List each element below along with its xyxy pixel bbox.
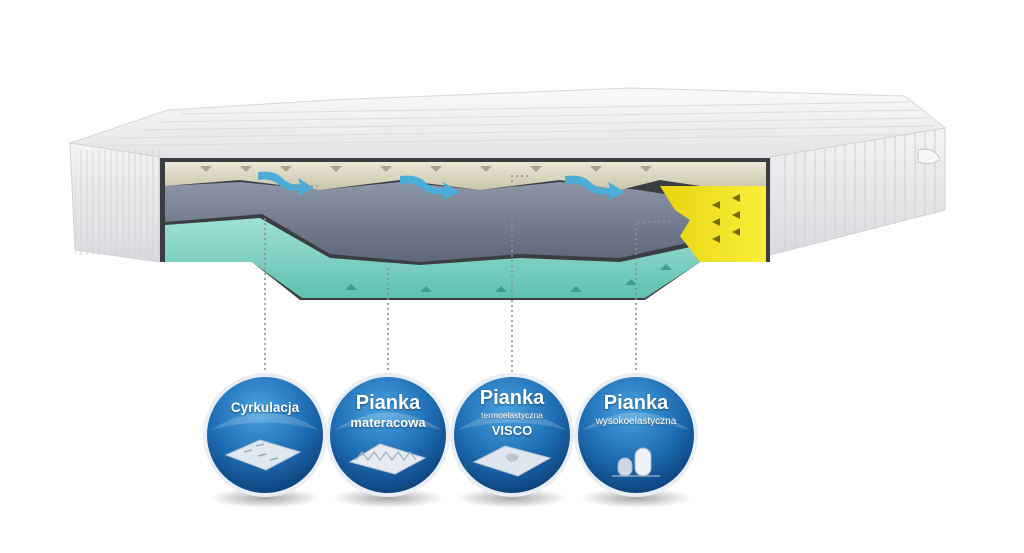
badge-pianka-visco-label: Pianka termoelastyczna VISCO [452,388,572,438]
top-comfort-layer [165,162,766,190]
badge-line-1: Pianka [603,392,669,414]
badge-cyrkulacja-label: Cyrkulacja [205,400,325,415]
badge-pianka-materacowa-label: Pianka materacowa [328,393,448,430]
handle-icon [917,148,941,165]
badge-line-1: Pianka [479,387,545,409]
badge-line-1: Pianka [355,392,421,414]
mattress-cover [68,87,947,263]
air-arrow-icon [258,171,314,196]
badge-pianka-materacowa [326,373,450,497]
foam-cylinders-icon [612,447,660,477]
badge-pianka-hr-label: Pianka wysokoelastyczna [576,393,696,428]
memory-foam-handprint-icon [472,445,552,477]
visco-foam-layer [165,182,700,262]
badge-line-1: Cyrkulacja [230,400,300,415]
base-foam-layer [165,218,766,298]
badge-line-3: VISCO [491,422,533,438]
badge-pianka-visco [450,373,574,497]
badge-line-2: termoelastyczna [481,410,543,420]
mattress-cross-section [160,158,770,300]
badge-line-2: materacowa [350,415,426,430]
badge-line-2: wysokoelastyczna [595,416,677,427]
airflow-arrows [258,171,625,200]
air-arrow-icon [565,175,625,200]
high-resilience-insert [660,186,766,262]
badge-cyrkulacja [203,373,327,497]
egg-crate-foam-icon [348,443,427,475]
air-arrow-icon [400,175,460,200]
leader-lines [264,175,670,378]
badge-pianka-hr [574,373,698,497]
ventilated-plate-icon [224,439,302,471]
